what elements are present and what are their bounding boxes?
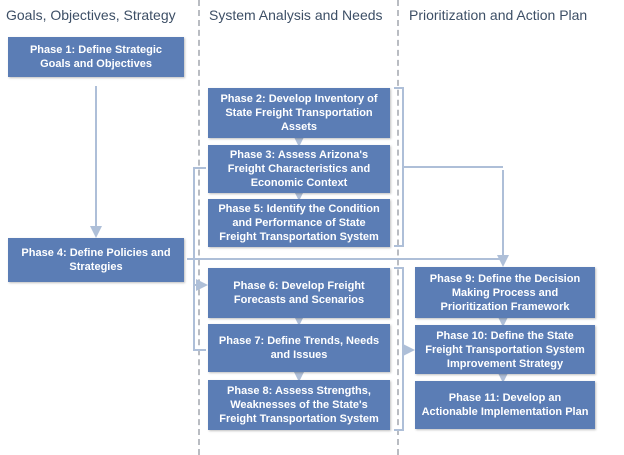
- column-divider-right: [397, 0, 399, 455]
- column-header-goals: Goals, Objectives, Strategy: [6, 7, 176, 23]
- phase-10-box: Phase 10: Define the State Freight Trans…: [415, 325, 595, 374]
- phase-6-box: Phase 6: Develop Freight Forecasts and S…: [208, 268, 390, 318]
- phase-11-box: Phase 11: Develop an Actionable Implemen…: [415, 381, 595, 429]
- phase-4-box: Phase 4: Define Policies and Strategies: [8, 238, 184, 282]
- bracket-phases-6-8: [394, 267, 404, 431]
- phase-2-box: Phase 2: Develop Inventory of State Frei…: [208, 88, 390, 138]
- bracket-phases-2-5: [394, 87, 404, 247]
- column-divider-left: [198, 0, 200, 455]
- phase-1-box: Phase 1: Define Strategic Goals and Obje…: [8, 37, 184, 77]
- phase-7-box: Phase 7: Define Trends, Needs and Issues: [208, 324, 390, 372]
- phase-3-box: Phase 3: Assess Arizona's Freight Charac…: [208, 145, 390, 193]
- phase-9-box: Phase 9: Define the Decision Making Proc…: [415, 267, 595, 318]
- phase-8-box: Phase 8: Assess Strengths, Weaknesses of…: [208, 380, 390, 430]
- column-header-prioritization: Prioritization and Action Plan: [409, 7, 588, 23]
- phase-5-box: Phase 5: Identify the Condition and Perf…: [208, 199, 390, 247]
- loop-left-3-7: [193, 167, 206, 351]
- column-header-analysis: System Analysis and Needs: [209, 7, 383, 23]
